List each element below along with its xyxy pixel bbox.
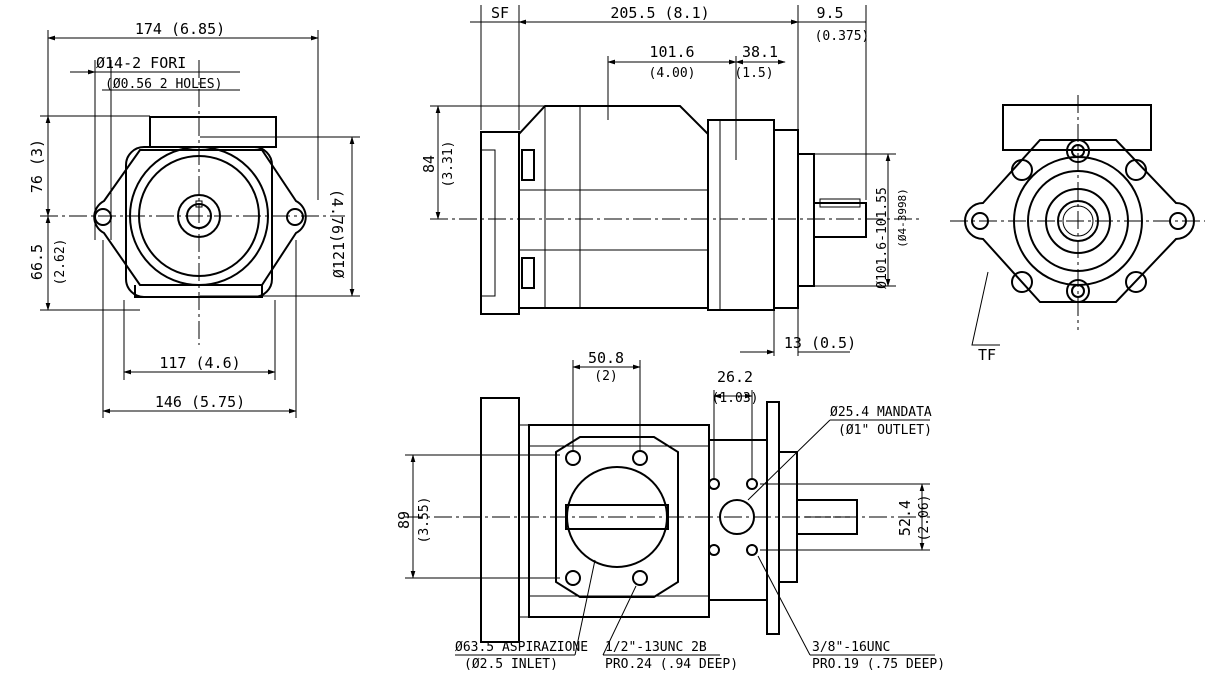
dim-outlet-spacing-in: (1.03) (712, 391, 759, 406)
end-view: TF (950, 95, 1205, 364)
label-sf: SF (491, 4, 509, 22)
dim-port-spacing-in: (4.00) (649, 66, 696, 81)
dim-inlet-height-in: (3.55) (417, 497, 432, 544)
dim-body-diameter-in: (4.76) (328, 189, 346, 243)
dim-axis-height-mm: 84 (420, 155, 438, 173)
dim-shaft-offset-mm: 9.5 (816, 4, 843, 22)
dim-height-lower-mm: 66.5 (28, 244, 46, 280)
dim-body-diameter-mm: Ø121 (330, 242, 348, 278)
dim-outlet-spacing-mm: 26.2 (717, 368, 753, 386)
dim-outlet-offset-mm: 38.1 (742, 43, 778, 61)
label-outlet-thread: 3/8"-16UNC (812, 640, 890, 655)
dim-pilot-diameter-in: (Ø4-3998) (896, 188, 909, 248)
label-inlet-thread: 1/2"-13UNC 2B (605, 640, 707, 655)
label-inlet: Ø63.5 ASPIRAZIONE (455, 640, 588, 655)
dim-axis-height-in: (3.31) (441, 141, 456, 188)
dim-flange-width: 146 (5.75) (155, 393, 245, 411)
label-inlet-thread-depth: PRO.24 (.94 DEEP) (605, 657, 738, 672)
label-tf: TF (978, 346, 996, 364)
label-outlet: Ø25.4 MANDATA (830, 405, 932, 420)
dim-pilot-diameter-mm: Ø101.6-101.55 (875, 187, 890, 289)
dim-length-overall: 205.5 (8.1) (610, 4, 709, 22)
dim-pilot-length: 13 (0.5) (784, 334, 856, 352)
dim-bolt-spacing: 117 (4.6) (159, 354, 240, 372)
dim-port-spacing-mm: 101.6 (649, 43, 694, 61)
dim-height-lower-in: (2.62) (53, 239, 68, 286)
front-view: 174 (6.85) Ø14-2 FORI (Ø0.56 2 HOLES) 76… (28, 20, 360, 418)
dim-outlet-height-in: (2.06) (917, 495, 932, 542)
label-outlet-thread-depth: PRO.19 (.75 DEEP) (812, 657, 945, 672)
dim-width-overall: 174 (6.85) (135, 20, 225, 38)
dim-height-upper: 76 (3) (28, 139, 46, 193)
dim-inlet-spacing-mm: 50.8 (588, 349, 624, 367)
dim-inlet-spacing-in: (2) (594, 369, 617, 384)
label-holes: Ø14-2 FORI (96, 54, 186, 72)
dim-outlet-height-mm: 52.4 (896, 500, 914, 536)
label-inlet-imperial: (Ø2.5 INLET) (464, 657, 558, 672)
dim-shaft-offset-in: (0.375) (815, 29, 870, 44)
label-holes-imperial: (Ø0.56 2 HOLES) (105, 77, 222, 92)
side-view: SF 205.5 (8.1) 9.5 (0.375) 101.6 (4.00) … (420, 4, 920, 356)
bottom-view: 50.8 (2) 26.2 (1.03) Ø25.4 MANDATA (Ø1" … (395, 349, 945, 672)
dim-inlet-height-mm: 89 (395, 511, 413, 529)
label-outlet-imperial: (Ø1" OUTLET) (838, 423, 932, 438)
dim-outlet-offset-in: (1.5) (734, 66, 773, 81)
